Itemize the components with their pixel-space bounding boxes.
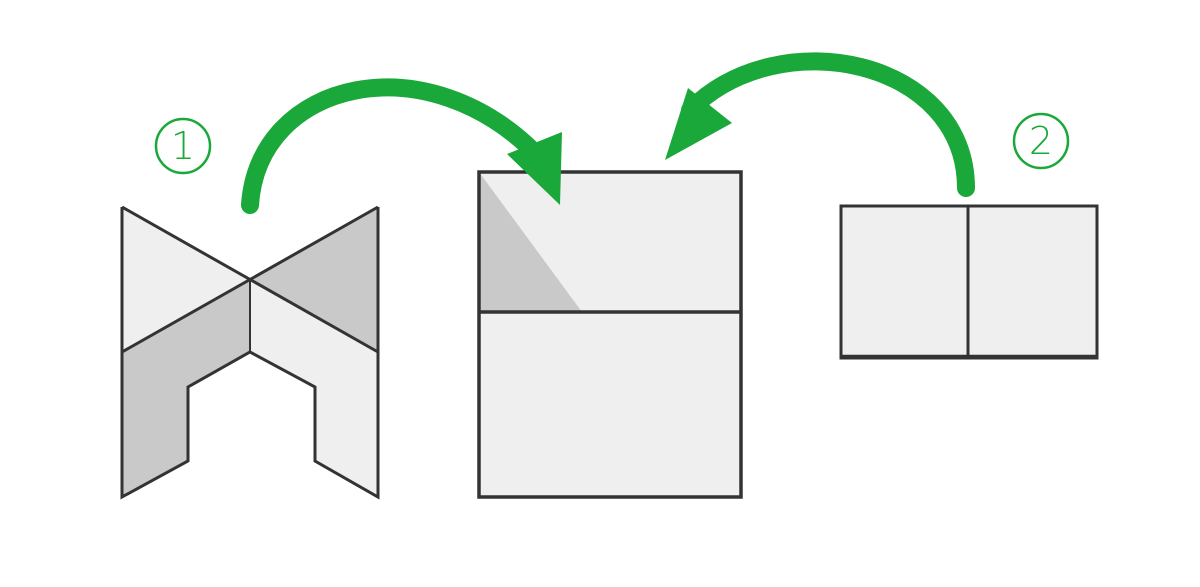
curved-arrow-left-down-icon bbox=[665, 52, 975, 197]
folded-panel-upper-left bbox=[122, 207, 250, 352]
step-badge-1: 1 bbox=[154, 117, 212, 175]
target-card-bottom bbox=[479, 312, 741, 497]
folded-piece bbox=[120, 205, 380, 500]
step-badge-1-label: 1 bbox=[171, 124, 195, 168]
curved-arrow-right-down-icon bbox=[241, 78, 562, 214]
target-card-outline bbox=[477, 170, 743, 499]
step-badge-2-label: 2 bbox=[1029, 119, 1053, 163]
fold-line-diagonal-b bbox=[121, 205, 379, 354]
split-card bbox=[839, 204, 1099, 360]
step-badge-2: 2 bbox=[1012, 112, 1070, 170]
folded-panel-upper-right bbox=[250, 207, 378, 352]
target-card bbox=[477, 170, 743, 499]
target-card-shaded-corner bbox=[479, 172, 582, 312]
